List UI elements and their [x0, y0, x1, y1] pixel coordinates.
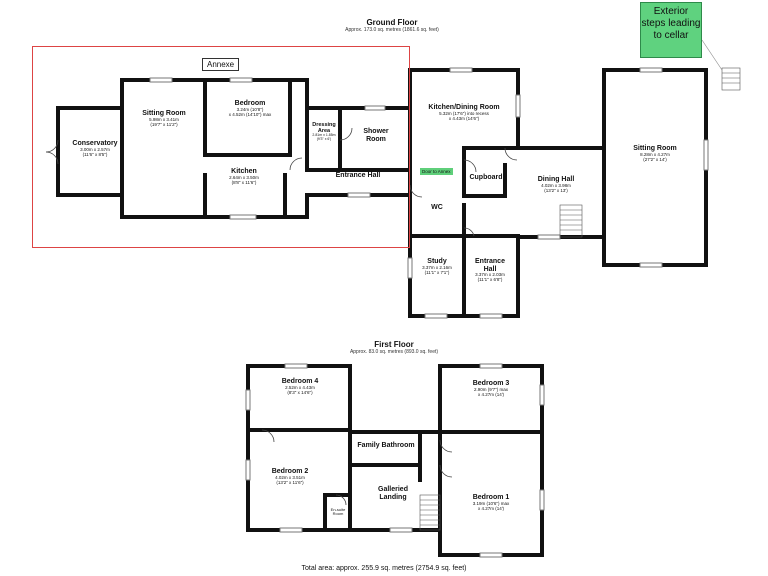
- room-bedroom-annex: Bedroom 3.24m (10'8") x 4.52m (14'10") m…: [228, 100, 272, 117]
- callout-pointer: [701, 39, 723, 71]
- window: [245, 389, 251, 411]
- room-entrance-hall-annex: Entrance Hall: [335, 172, 381, 179]
- window: [639, 67, 663, 73]
- door-swing: [409, 184, 423, 198]
- window: [229, 77, 253, 83]
- cellar-steps-callout: Exterior steps leading to cellar: [640, 2, 702, 58]
- total-area: Total area: approx. 255.9 sq. metres (27…: [301, 565, 467, 572]
- room-sitting-room-annex: Sitting Room 5.98m x 3.41m (19'7" x 11'2…: [142, 110, 186, 127]
- door-swing: [463, 227, 475, 237]
- room-bedroom-4: Bedroom 4 2.52m x 4.43m (8'3" x 14'6"): [281, 378, 319, 395]
- annex-outline: [32, 46, 410, 248]
- window: [703, 139, 709, 171]
- room-wc: WC: [431, 204, 443, 211]
- room-kitchen-dining: Kitchen/Dining Room 5.32m (17'6") into r…: [428, 104, 500, 121]
- ground-floor-area: Approx. 173.0 sq. metres (1861.6 sq. fee…: [345, 27, 439, 33]
- room-dressing-area: Dressing Area 2.81m x 1.85m (9'3" x 6'): [312, 122, 336, 141]
- door-swing: [335, 494, 347, 506]
- room-ensuite: En-suite Room: [330, 507, 346, 517]
- room-entrance-hall: Entrance Hall 3.37m x 2.03m (11'1" x 6'8…: [475, 258, 505, 283]
- window: [229, 214, 257, 220]
- ground-floor-title: Ground Floor: [366, 18, 418, 27]
- window: [479, 363, 503, 369]
- room-bedroom-3: Bedroom 3 2.90m (9'7") max x 4.27m (14'): [472, 380, 510, 397]
- room-galleried-landing: Galleried Landing: [378, 486, 408, 501]
- window: [347, 192, 371, 198]
- window: [449, 67, 473, 73]
- door-swing: [339, 127, 353, 141]
- room-dining-hall: Dining Hall 4.02m x 3.98m (13'2" x 13'): [537, 176, 575, 193]
- window: [389, 527, 413, 533]
- annexe-label: Annexe: [202, 58, 240, 71]
- window: [284, 363, 308, 369]
- window: [479, 552, 503, 558]
- room-kitchen-annex: Kitchen 2.64m x 3.50m (8'8" x 11'6"): [229, 168, 259, 185]
- first-floor-wall: [246, 364, 544, 557]
- room-study: Study 3.37m x 2.16m (11'1" x 7'1"): [422, 258, 452, 275]
- window: [424, 313, 448, 319]
- door-swing: [261, 429, 275, 443]
- ground-floor-heading: Ground Floor Approx. 173.0 sq. metres (1…: [345, 18, 439, 33]
- room-bedroom-1: Bedroom 1 3.19m (10'6") max x 4.27m (14'…: [472, 494, 510, 511]
- window: [537, 234, 561, 240]
- first-floor-area: Approx. 83.0 sq. metres (893.0 sq. feet): [349, 349, 439, 355]
- exterior-steps: [721, 67, 741, 91]
- window: [539, 489, 545, 511]
- room-conservatory: Conservatory 3.00m x 2.57m (11'6" x 8'5"…: [72, 140, 118, 157]
- window: [479, 313, 503, 319]
- stairs: [419, 494, 441, 531]
- room-bedroom-2: Bedroom 2 4.02m x 3.51m (13'2" x 11'6"): [271, 468, 309, 485]
- door-swing: [439, 439, 453, 453]
- window: [279, 527, 303, 533]
- stairs: [559, 204, 583, 238]
- door-swing: [45, 151, 59, 165]
- window: [149, 77, 173, 83]
- door-swing: [439, 464, 453, 478]
- door-swing: [289, 157, 303, 171]
- window: [539, 384, 545, 406]
- room-family-bathroom: Family Bathroom: [357, 442, 415, 449]
- room-sitting-room: Sitting Room 8.28m x 4.27m (27'2" x 14'): [633, 145, 677, 162]
- window: [407, 257, 413, 279]
- window: [364, 105, 386, 111]
- window: [245, 459, 251, 481]
- room-shower-room: Shower Room: [363, 128, 389, 143]
- door-to-annex-label: Door to Annex: [420, 168, 453, 175]
- door-swing: [504, 147, 518, 161]
- first-floor-title: First Floor: [374, 340, 414, 349]
- door-swing: [463, 159, 477, 173]
- room-cupboard: Cupboard: [469, 174, 503, 181]
- first-floor-heading: First Floor Approx. 83.0 sq. metres (893…: [350, 340, 438, 355]
- window: [515, 94, 521, 118]
- window: [639, 262, 663, 268]
